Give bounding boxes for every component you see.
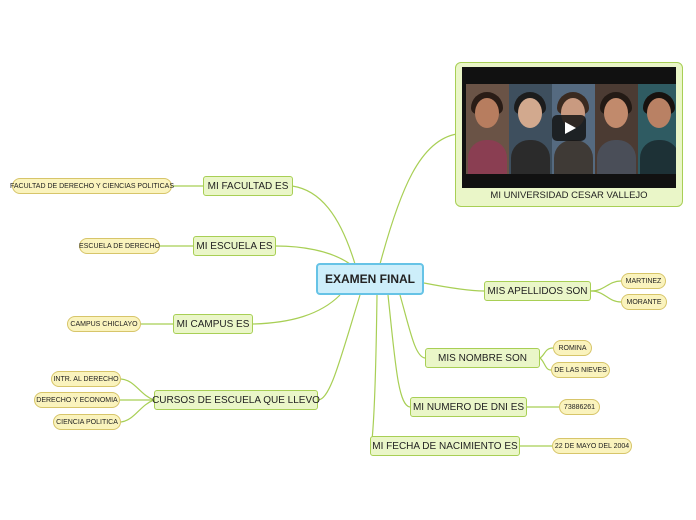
branch-apellidos[interactable]: MIS APELLIDOS SON bbox=[484, 281, 591, 301]
branch-nombre[interactable]: MIS NOMBRE SON bbox=[425, 348, 540, 368]
leaf-facultad[interactable]: FACULTAD DE DERECHO Y CIENCIAS POLITICAS bbox=[10, 178, 174, 194]
video-card[interactable]: MI UNIVERSIDAD CESAR VALLEJO bbox=[455, 62, 683, 207]
leaf-nombre-2[interactable]: DE LAS NIEVES bbox=[551, 362, 610, 378]
branch-escuela[interactable]: MI ESCUELA ES bbox=[193, 236, 276, 256]
leaf-nacimiento[interactable]: 22 DE MAYO DEL 2004 bbox=[552, 438, 632, 454]
leaf-curso-2[interactable]: DERECHO Y ECONOMIA bbox=[34, 392, 120, 408]
leaf-curso-3[interactable]: CIENCIA POLITICA bbox=[53, 414, 121, 430]
person-5-image bbox=[638, 84, 676, 174]
leaf-dni[interactable]: 73886261 bbox=[559, 399, 600, 415]
leaf-nombre-1[interactable]: ROMINA bbox=[553, 340, 592, 356]
play-icon[interactable] bbox=[552, 115, 586, 141]
branch-cursos[interactable]: CURSOS DE ESCUELA QUE LLEVO bbox=[152, 390, 320, 410]
branch-campus[interactable]: MI CAMPUS ES bbox=[173, 314, 253, 334]
leaf-apellido-2[interactable]: MORANTE bbox=[621, 294, 667, 310]
person-1-image bbox=[466, 84, 509, 174]
person-2-image bbox=[509, 84, 552, 174]
central-topic[interactable]: EXAMEN FINAL bbox=[316, 263, 424, 295]
branch-dni[interactable]: MI NUMERO DE DNI ES bbox=[410, 397, 527, 417]
video-caption: MI UNIVERSIDAD CESAR VALLEJO bbox=[490, 190, 648, 201]
leaf-curso-1[interactable]: INTR. AL DERECHO bbox=[51, 371, 121, 387]
leaf-apellido-1[interactable]: MARTINEZ bbox=[621, 273, 666, 289]
video-thumbnail[interactable] bbox=[462, 67, 676, 188]
leaf-escuela[interactable]: ESCUELA DE DERECHO bbox=[79, 238, 160, 254]
branch-facultad[interactable]: MI FACULTAD ES bbox=[203, 176, 293, 196]
branch-nacimiento[interactable]: MI FECHA DE NACIMIENTO ES bbox=[370, 436, 520, 456]
person-4-image bbox=[595, 84, 638, 174]
leaf-campus[interactable]: CAMPUS CHICLAYO bbox=[67, 316, 141, 332]
